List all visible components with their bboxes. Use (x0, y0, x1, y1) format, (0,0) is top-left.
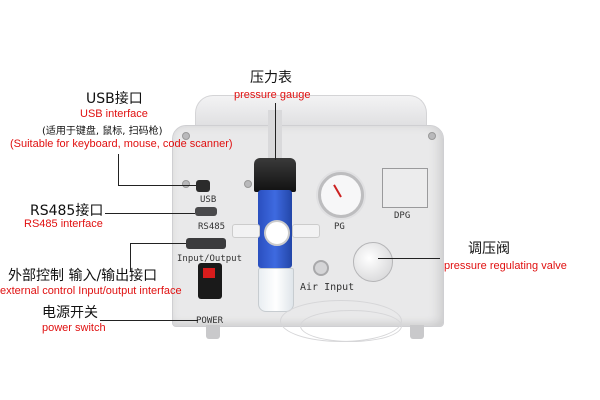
io-callout-en: external control Input/output interface (0, 285, 182, 297)
usb-leader-line (118, 185, 196, 186)
screw-icon (428, 132, 436, 140)
pressure-gauge-icon (318, 172, 364, 218)
rs485-callout-cn: RS485接口 (30, 203, 104, 219)
power-panel-label: POWER (196, 316, 224, 326)
screw-icon (182, 180, 190, 188)
air-input-panel-label: Air Input (300, 282, 355, 293)
rs485-panel-label: RS485 (198, 222, 226, 232)
io-leader-line (130, 243, 131, 272)
usb-leader-line (118, 154, 119, 186)
power-callout-en: power switch (42, 322, 106, 334)
screw-icon (182, 132, 190, 140)
regulator-cap[interactable] (254, 158, 296, 192)
dpg-display (382, 168, 428, 208)
regulator-callout-cn: 调压阀 (468, 241, 510, 257)
device-foot (206, 325, 220, 339)
usb-port[interactable] (196, 180, 210, 192)
device-top-cover (195, 95, 427, 128)
regulator-callout-en: pressure regulating valve (444, 260, 567, 272)
rs485-callout-en: RS485 interface (24, 218, 103, 230)
dpg-panel-label: DPG (394, 211, 411, 221)
air-input-port[interactable] (313, 260, 329, 276)
rs485-port[interactable] (195, 207, 217, 216)
usb-callout-cn: USB接口 (86, 91, 143, 107)
regulator-body (258, 190, 292, 268)
air-tube (300, 310, 402, 342)
filter-bowl (258, 268, 294, 312)
io-callout-cn: 外部控制 输入/输出接口 (8, 268, 158, 284)
screw-icon (244, 180, 252, 188)
usb-callout-en: USB interface (80, 108, 148, 120)
rs485-leader-line (105, 213, 195, 214)
pressure-regulating-knob[interactable] (353, 242, 393, 282)
io-panel-label: Input/Output (177, 254, 243, 264)
gauge-leader-line (275, 103, 276, 160)
gauge-needle-icon (333, 184, 342, 198)
air-fitting-icon (292, 224, 320, 238)
gauge-callout-cn: 压力表 (250, 70, 292, 86)
usb-panel-label: USB (200, 195, 217, 205)
pg-panel-label: PG (334, 222, 345, 232)
usb-callout-note-en: (Suitable for keyboard, mouse, code scan… (10, 138, 233, 150)
gauge-callout-en: pressure gauge (234, 89, 311, 101)
power-callout-cn: 电源开关 (42, 305, 98, 321)
air-fitting-icon (232, 224, 260, 238)
usb-callout-note-cn: (适用于键盘, 鼠标, 扫码枪) (42, 126, 163, 137)
regulator-gauge-icon (264, 220, 290, 246)
power-switch-rocker-icon (203, 268, 215, 278)
regulator-leader-line (378, 258, 440, 259)
io-port[interactable] (186, 238, 226, 249)
io-leader-line (130, 243, 186, 244)
power-leader-line (100, 320, 198, 321)
device-foot (410, 325, 424, 339)
